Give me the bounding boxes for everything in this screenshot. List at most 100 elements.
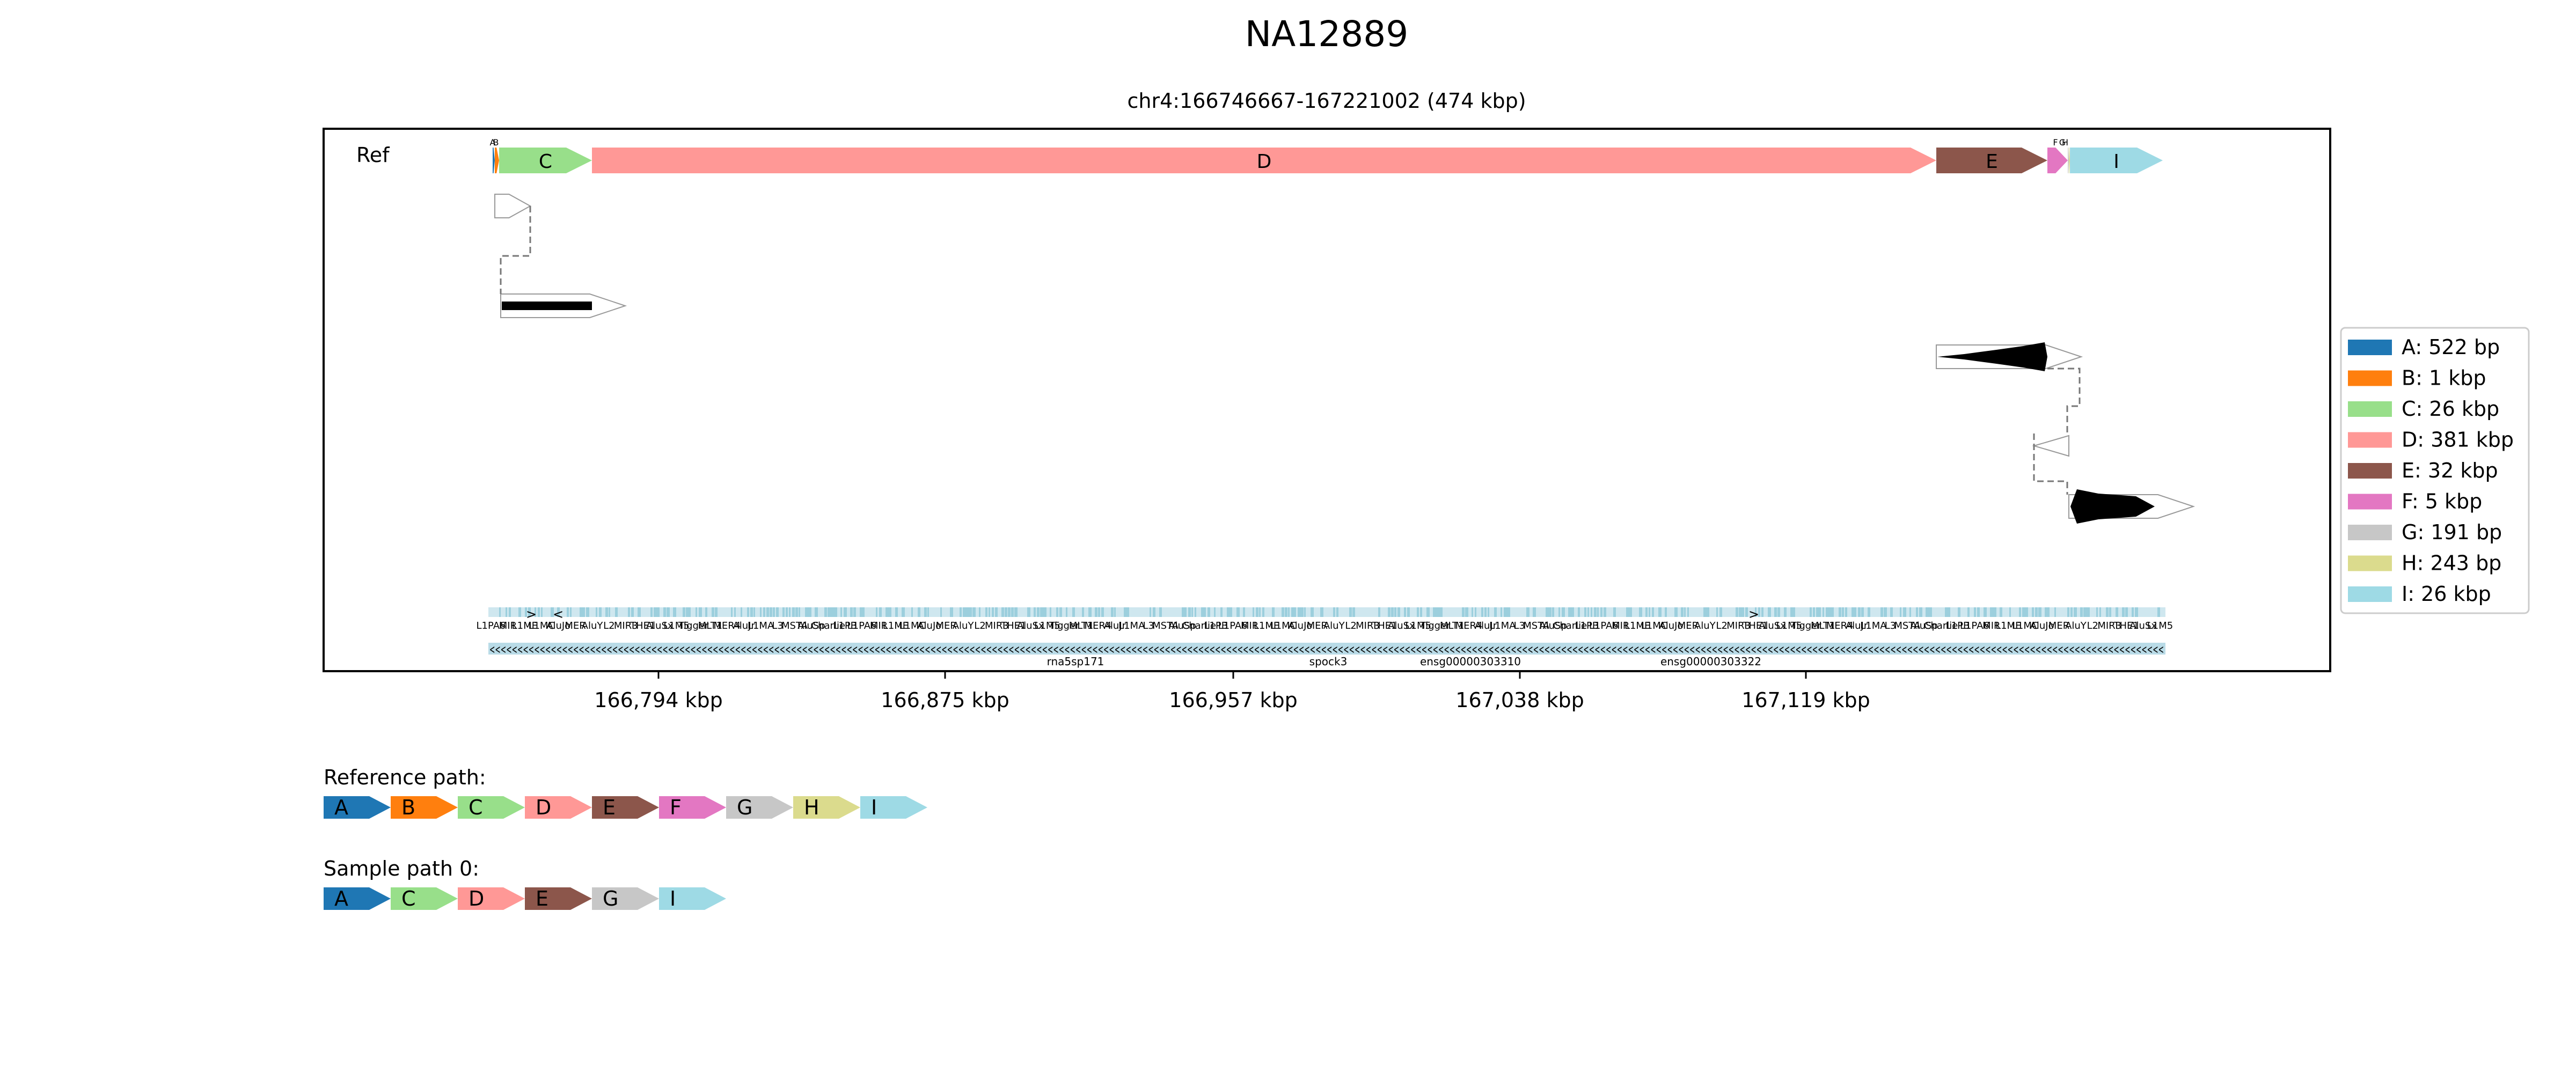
repeat-element	[1040, 607, 1043, 617]
repeat-element	[1813, 607, 1815, 617]
small-segment-label: A	[490, 137, 496, 148]
repeat-element	[815, 607, 818, 617]
repeat-element	[609, 607, 610, 617]
strand-marker: >	[1748, 607, 1759, 622]
repeat-element	[1707, 607, 1709, 617]
repeat-element	[499, 607, 501, 617]
path-segment-label: C	[401, 887, 416, 910]
ref-segment-c	[499, 148, 592, 173]
repeat-element	[1426, 607, 1430, 617]
repeat-element	[1909, 607, 1911, 617]
legend-swatch	[2348, 340, 2392, 355]
repeat-label: L1PA6	[1589, 620, 1619, 631]
repeat-label: MSTA	[1152, 620, 1179, 631]
path-segment-e	[592, 796, 659, 819]
x-tick-label: 167,038 kbp	[1455, 688, 1584, 712]
repeat-label: L1MC	[1270, 620, 1297, 631]
figure-title: NA12889	[1245, 13, 1408, 55]
repeat-element	[1230, 607, 1232, 617]
repeat-element	[2096, 607, 2098, 617]
repeat-label: MIR	[499, 620, 517, 631]
repeat-element	[1034, 607, 1036, 617]
repeat-element	[2035, 607, 2038, 617]
repeat-element	[1768, 607, 1771, 617]
repeat-label: MIR3	[985, 620, 1009, 631]
repeat-label: AluJr	[1475, 620, 1497, 631]
repeat-label: AluY	[582, 620, 604, 631]
repeat-element	[1967, 607, 1970, 617]
repeat-element	[1926, 607, 1929, 617]
path-segment-label: I	[670, 887, 676, 910]
reference-path-label: Reference path:	[324, 766, 486, 789]
repeat-element	[1014, 607, 1018, 617]
repeat-label: L3	[772, 620, 783, 631]
repeat-element	[1407, 607, 1410, 617]
repeat-element	[1858, 607, 1861, 617]
repeat-label: L2	[2087, 620, 2098, 631]
repeat-label: AluJo	[917, 620, 941, 631]
repeat-element	[2019, 607, 2021, 617]
repeat-label: L1PB	[1575, 620, 1599, 631]
repeat-element	[1388, 607, 1391, 617]
repeat-element	[808, 607, 811, 617]
repeat-element	[663, 607, 666, 617]
repeat-label: MLT1	[698, 620, 723, 631]
repeat-element	[828, 607, 831, 617]
repeat-label: AluY	[2065, 620, 2087, 631]
legend-item: G: 191 bp	[2402, 520, 2502, 544]
repeat-element	[1600, 607, 1602, 617]
path-segment-a	[324, 887, 391, 910]
repeat-element	[1842, 607, 1844, 617]
repeat-element	[689, 607, 691, 617]
repeat-element	[525, 607, 527, 617]
repeat-label: L2	[1716, 620, 1727, 631]
repeat-label: L1MA	[1118, 620, 1145, 631]
path-connector	[500, 206, 531, 294]
repeat-element	[596, 607, 597, 617]
repeat-element	[2009, 607, 2011, 617]
repeat-element	[1558, 607, 1560, 617]
repeat-element	[1832, 607, 1834, 617]
repeat-element	[586, 607, 589, 617]
repeat-element	[1298, 607, 1301, 617]
repeat-element	[2080, 607, 2083, 617]
repeat-label: L3	[1143, 620, 1154, 631]
repeat-label: MIR3	[614, 620, 638, 631]
path-segment-label: G	[603, 887, 618, 910]
repeat-element	[1984, 607, 1987, 617]
repeat-label: L2	[603, 620, 614, 631]
repeat-element	[995, 607, 998, 617]
repeat-element	[1311, 607, 1314, 617]
repeat-element	[773, 607, 775, 617]
repeat-element	[1687, 607, 1689, 617]
legend-swatch	[2348, 401, 2392, 417]
repeat-element	[696, 607, 697, 617]
repeat-label: L1M5	[1406, 620, 1431, 631]
repeat-element	[2135, 607, 2138, 617]
legend-swatch	[2348, 370, 2392, 386]
repeat-label: MSTA	[1894, 620, 1921, 631]
repeat-element	[1829, 607, 1832, 617]
repeat-element	[750, 607, 753, 617]
repeat-element	[1227, 607, 1230, 617]
repeat-label: MLT1	[1440, 620, 1465, 631]
repeat-element	[1758, 607, 1760, 617]
small-segment-label: F	[2053, 137, 2058, 148]
legend-frame	[2340, 327, 2530, 614]
repeat-element	[1439, 607, 1443, 617]
repeat-element	[631, 607, 634, 617]
repeat-element	[2070, 607, 2073, 617]
repeat-element	[1301, 607, 1304, 617]
ref-segment-label: D	[1257, 151, 1272, 173]
repeat-element	[786, 607, 788, 617]
repeat-label: L1PB	[1946, 620, 1970, 631]
repeat-label: AluSx	[1759, 620, 1786, 631]
sample-path-label: Sample path 0:	[324, 857, 479, 880]
repeat-element	[654, 607, 657, 617]
strand-marker: >	[526, 607, 537, 622]
repeat-element	[528, 607, 531, 617]
repeat-element	[2048, 607, 2050, 617]
